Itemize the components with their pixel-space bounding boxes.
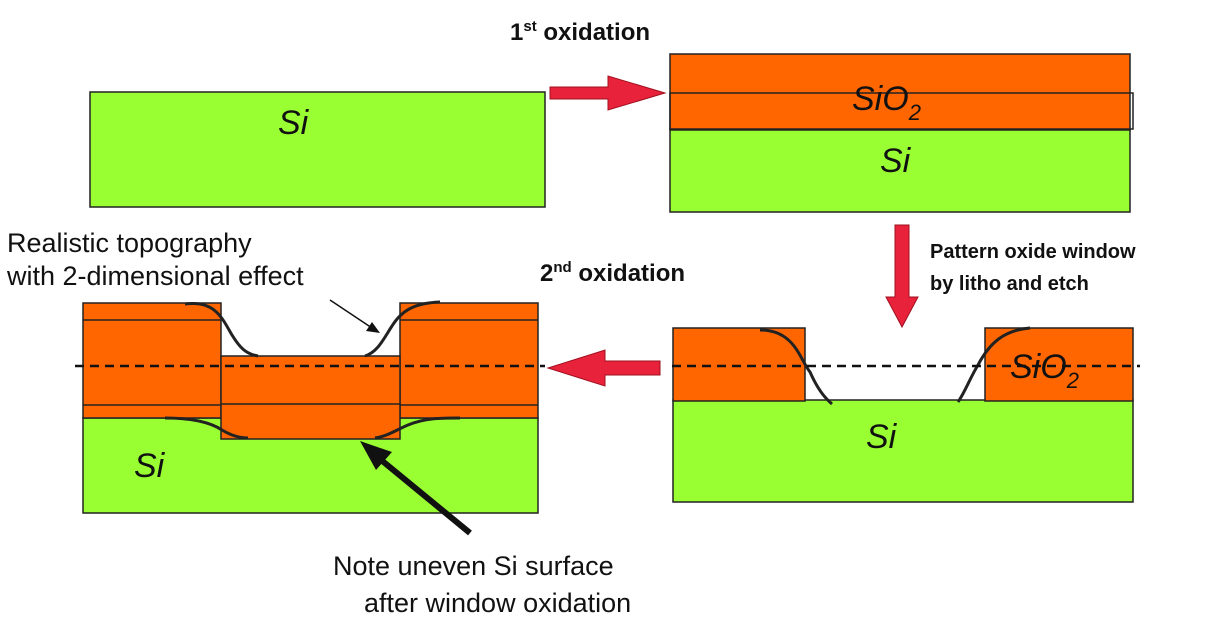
oxide-right-panel4 (399, 302, 539, 419)
etch-profile-left (759, 328, 833, 406)
pattern-text-line2: by litho and etch (930, 273, 1089, 295)
topography-curve-lower-right (374, 416, 461, 440)
realistic-pointer-line (329, 299, 373, 329)
si-label-initial: Si (278, 104, 310, 142)
topography-curve-upper-left (184, 301, 259, 358)
arrow-second-oxidation (546, 349, 661, 387)
oxide-original-surface-panel2 (669, 92, 1134, 130)
note-arrow-line (373, 452, 472, 536)
pattern-text-line1: Pattern oxide window (930, 241, 1136, 263)
arrow-pattern-window (885, 224, 919, 329)
topography-curve-upper-right (364, 300, 441, 358)
si-substrate-initial (89, 91, 546, 208)
si-substrate-panel3 (672, 399, 1134, 503)
oxide-window-panel4 (220, 355, 401, 440)
realistic-pointer-head (366, 322, 380, 333)
si-substrate-panel2 (669, 127, 1131, 213)
si-label-panel3: Si (866, 418, 898, 456)
si-label-panel4: Si (134, 447, 166, 485)
realistic-text-line1: Realistic topography (7, 228, 252, 258)
note-text-line2: after window oxidation (364, 588, 631, 618)
sio2-label-panel3: SiO2 (1010, 348, 1079, 393)
arrow-first-oxidation (549, 75, 667, 111)
si-label-panel2: Si (880, 142, 912, 180)
topography-curve-lower-left (164, 416, 249, 440)
sio2-label-panel2: SiO2 (852, 80, 921, 125)
first-oxidation-title: 1st oxidation (510, 18, 650, 46)
note-text-line1: Note uneven Si surface (333, 551, 614, 581)
second-oxidation-title: 2nd oxidation (540, 259, 685, 287)
note-arrow-head (360, 441, 392, 470)
oxide-right-panel3 (984, 327, 1134, 402)
realistic-text-line2: with 2-dimensional effect (6, 261, 304, 291)
oxide-layer-panel2 (669, 53, 1131, 131)
